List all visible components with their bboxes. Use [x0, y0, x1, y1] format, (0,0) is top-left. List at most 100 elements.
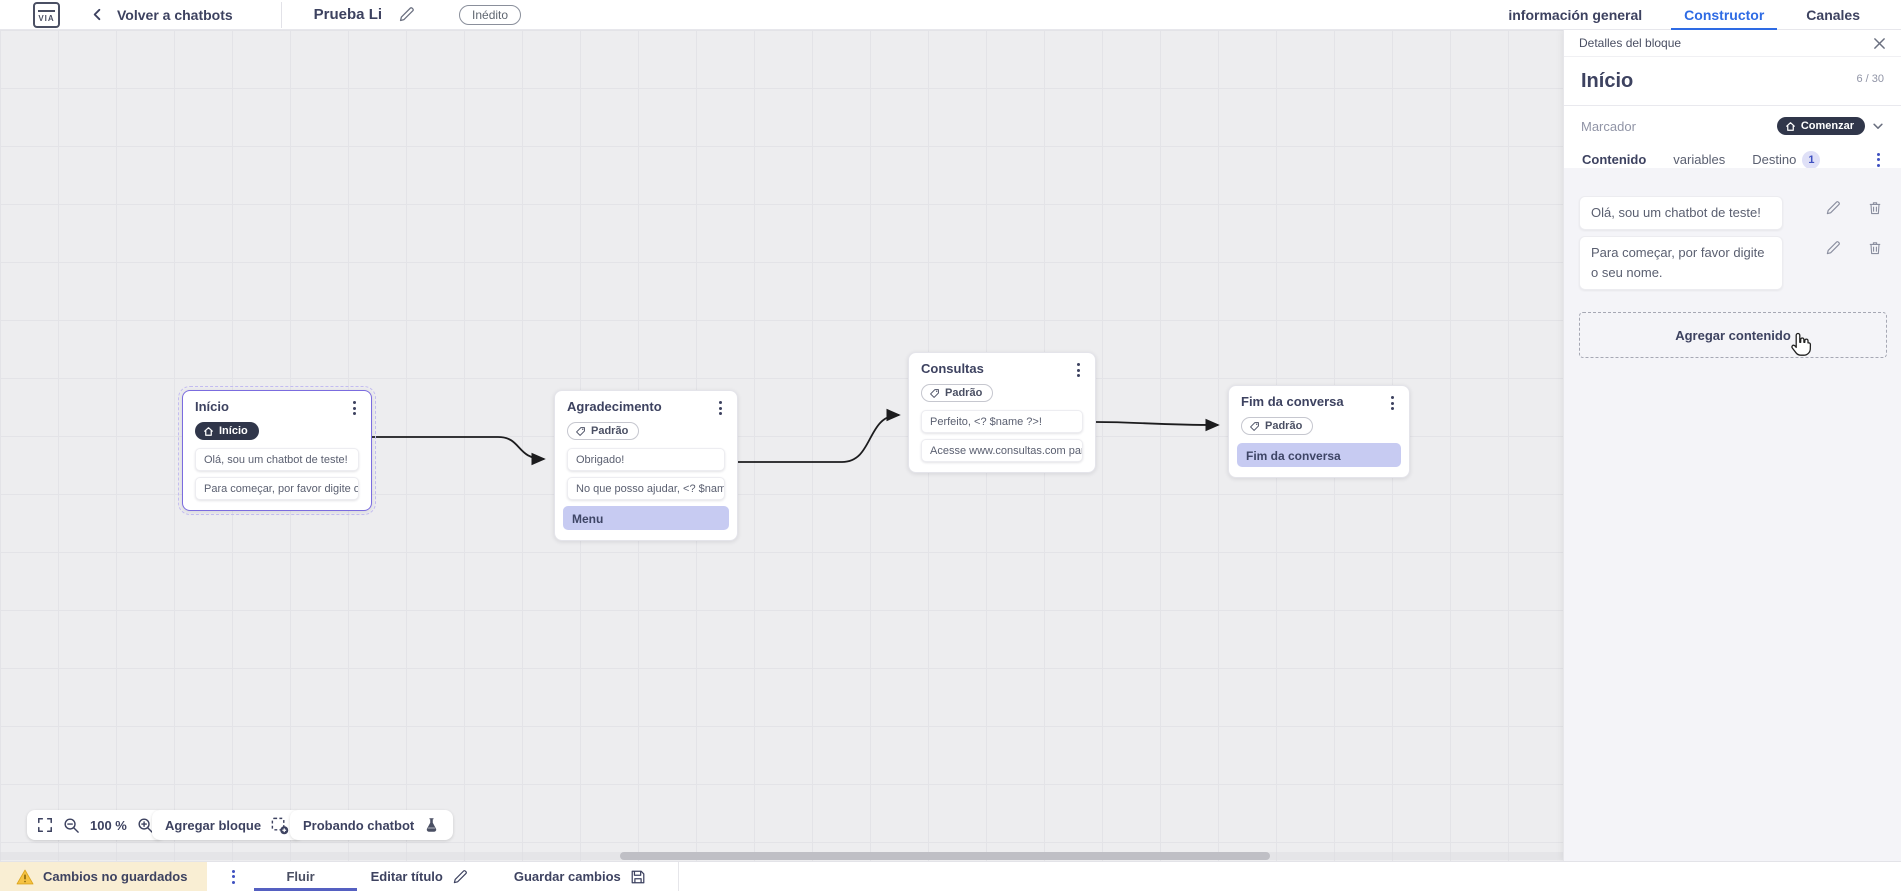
- fullscreen-icon: [38, 818, 52, 832]
- content-item: Olá, sou um chatbot de teste!: [1579, 196, 1886, 230]
- tab-channels[interactable]: Canales: [1806, 6, 1860, 23]
- block-menu-icon[interactable]: [1388, 394, 1397, 412]
- block-row[interactable]: Obrigado!: [567, 447, 725, 471]
- edit-chatbot-title-button[interactable]: [398, 6, 415, 23]
- block-name: Início: [1581, 70, 1634, 92]
- warning-icon: [16, 869, 34, 884]
- block-row-menu[interactable]: Menu: [563, 505, 729, 530]
- edit-message-button[interactable]: [1825, 200, 1841, 216]
- block-title: Fim da conversa: [1241, 394, 1344, 409]
- wire-inicio-agradecimento: [372, 436, 546, 466]
- default-badge-label: Padrão: [591, 425, 629, 437]
- add-content-button[interactable]: Agregar contenido: [1579, 312, 1887, 358]
- add-block-button[interactable]: Agregar bloque: [152, 810, 303, 840]
- pencil-icon: [399, 7, 414, 22]
- save-changes-label: Guardar cambios: [513, 869, 621, 884]
- fullscreen-button[interactable]: [37, 817, 53, 833]
- flow-block-inicio[interactable]: Início Início Olá, sou um chatbot de tes…: [178, 386, 376, 515]
- block-title: Agradecimento: [567, 399, 662, 414]
- zoom-in-button[interactable]: [137, 817, 154, 834]
- tab-destination[interactable]: Destino 1: [1752, 145, 1821, 174]
- flow-canvas[interactable]: Início Início Olá, sou um chatbot de tes…: [0, 30, 1563, 861]
- marker-value: Comenzar: [1800, 120, 1854, 132]
- block-menu-icon[interactable]: [1074, 361, 1083, 379]
- zoom-out-icon: [64, 817, 79, 833]
- block-row[interactable]: Acesse www.consultas.com par...: [921, 438, 1083, 462]
- panel-content-area: Olá, sou um chatbot de teste! Para começ…: [1564, 168, 1901, 861]
- canvas-hscroll-thumb[interactable]: [620, 852, 1270, 860]
- marker-label: Marcador: [1581, 118, 1636, 134]
- tag-icon: [930, 388, 939, 398]
- block-title: Início: [195, 399, 229, 414]
- test-chatbot-label: Probando chatbot: [303, 817, 415, 833]
- tab-content-label: Contenido: [1582, 152, 1647, 167]
- zoom-out-button[interactable]: [63, 817, 80, 834]
- start-badge-label: Início: [219, 425, 248, 437]
- pencil-icon: [1826, 201, 1840, 215]
- default-badge-label: Padrão: [945, 387, 983, 399]
- flow-block-agradecimento[interactable]: Agradecimento Padrão Obrigado! No que po…: [554, 390, 738, 541]
- delete-message-button[interactable]: [1867, 200, 1883, 216]
- app-logo[interactable]: VIA: [33, 1, 60, 28]
- add-block-label: Agregar bloque: [165, 817, 262, 833]
- flow-block-fim[interactable]: Fim da conversa Padrão Fim da conversa: [1228, 385, 1410, 478]
- pencil-icon: [453, 869, 467, 883]
- message-text[interactable]: Olá, sou um chatbot de teste!: [1579, 196, 1783, 230]
- test-chatbot-button[interactable]: Probando chatbot: [290, 810, 454, 840]
- tab-variables[interactable]: variables: [1673, 145, 1725, 174]
- default-badge: Padrão: [1241, 417, 1314, 435]
- block-row[interactable]: Perfeito, <? $name ?>!: [921, 409, 1083, 433]
- destination-count-badge: 1: [1802, 150, 1821, 169]
- tab-flow[interactable]: Fluir: [254, 862, 357, 891]
- block-row[interactable]: Para começar, por favor digite o ...: [195, 476, 359, 500]
- back-label: Volver a chatbots: [117, 6, 233, 23]
- flow-menu-icon[interactable]: [229, 868, 238, 886]
- block-row-end[interactable]: Fim da conversa: [1237, 442, 1401, 467]
- wire-agradecimento-consultas: [738, 408, 901, 463]
- save-changes-button[interactable]: Guardar cambios: [514, 869, 646, 885]
- block-title: Consultas: [921, 361, 984, 376]
- edit-title-button[interactable]: Editar título: [371, 869, 468, 885]
- marker-select[interactable]: Comenzar: [1776, 117, 1865, 135]
- panel-header-title: Detalles del bloque: [1579, 36, 1682, 50]
- default-badge: Padrão: [567, 422, 640, 440]
- home-icon: [1785, 121, 1795, 131]
- trash-icon: [1869, 202, 1881, 215]
- edit-message-button[interactable]: [1825, 240, 1841, 256]
- content-item: Para começar, por favor digite o seu nom…: [1579, 236, 1886, 290]
- flask-icon: [426, 818, 437, 832]
- top-bar: VIA Volver a chatbots Prueba Li Inédito …: [0, 0, 1901, 30]
- tab-general-info[interactable]: información general: [1508, 6, 1643, 23]
- tag-icon: [1250, 421, 1259, 431]
- topbar-divider: [280, 1, 282, 28]
- flow-block-consultas[interactable]: Consultas Padrão Perfeito, <? $name ?>! …: [908, 352, 1096, 473]
- message-text[interactable]: Para começar, por favor digite o seu nom…: [1579, 236, 1783, 290]
- trash-icon: [1869, 242, 1881, 255]
- tab-destination-label: Destino: [1752, 152, 1797, 167]
- block-row[interactable]: No que posso ajudar, <? $name ...: [567, 476, 725, 500]
- chatbot-title: Prueba Li: [313, 6, 383, 23]
- block-menu-icon[interactable]: [716, 399, 725, 417]
- panel-menu-icon[interactable]: [1874, 151, 1883, 169]
- block-menu-icon[interactable]: [350, 399, 359, 417]
- tab-constructor[interactable]: Constructor: [1663, 0, 1785, 30]
- draft-status-badge: Inédito: [459, 4, 522, 25]
- chevron-down-icon[interactable]: [1872, 120, 1884, 132]
- block-row[interactable]: Olá, sou um chatbot de teste!: [195, 447, 359, 471]
- wire-consultas-fim: [1095, 418, 1220, 432]
- save-icon: [631, 870, 645, 883]
- home-icon: [204, 426, 213, 436]
- pencil-icon: [1826, 241, 1840, 255]
- start-badge: Início: [195, 422, 259, 440]
- delete-message-button[interactable]: [1867, 240, 1883, 256]
- back-to-chatbots-link[interactable]: Volver a chatbots: [90, 7, 233, 23]
- block-details-panel: Detalles del bloque Início 6 / 30 Marcad…: [1563, 30, 1901, 861]
- connection-wires: [372, 408, 1220, 466]
- unsaved-changes-badge: Cambios no guardados: [0, 862, 208, 891]
- bottombar-divider: [677, 861, 679, 891]
- default-badge-label: Padrão: [1265, 420, 1303, 432]
- close-icon: [1874, 37, 1885, 49]
- close-panel-button[interactable]: [1873, 37, 1886, 50]
- bottom-bar: Cambios no guardados Fluir Editar título…: [0, 861, 1901, 891]
